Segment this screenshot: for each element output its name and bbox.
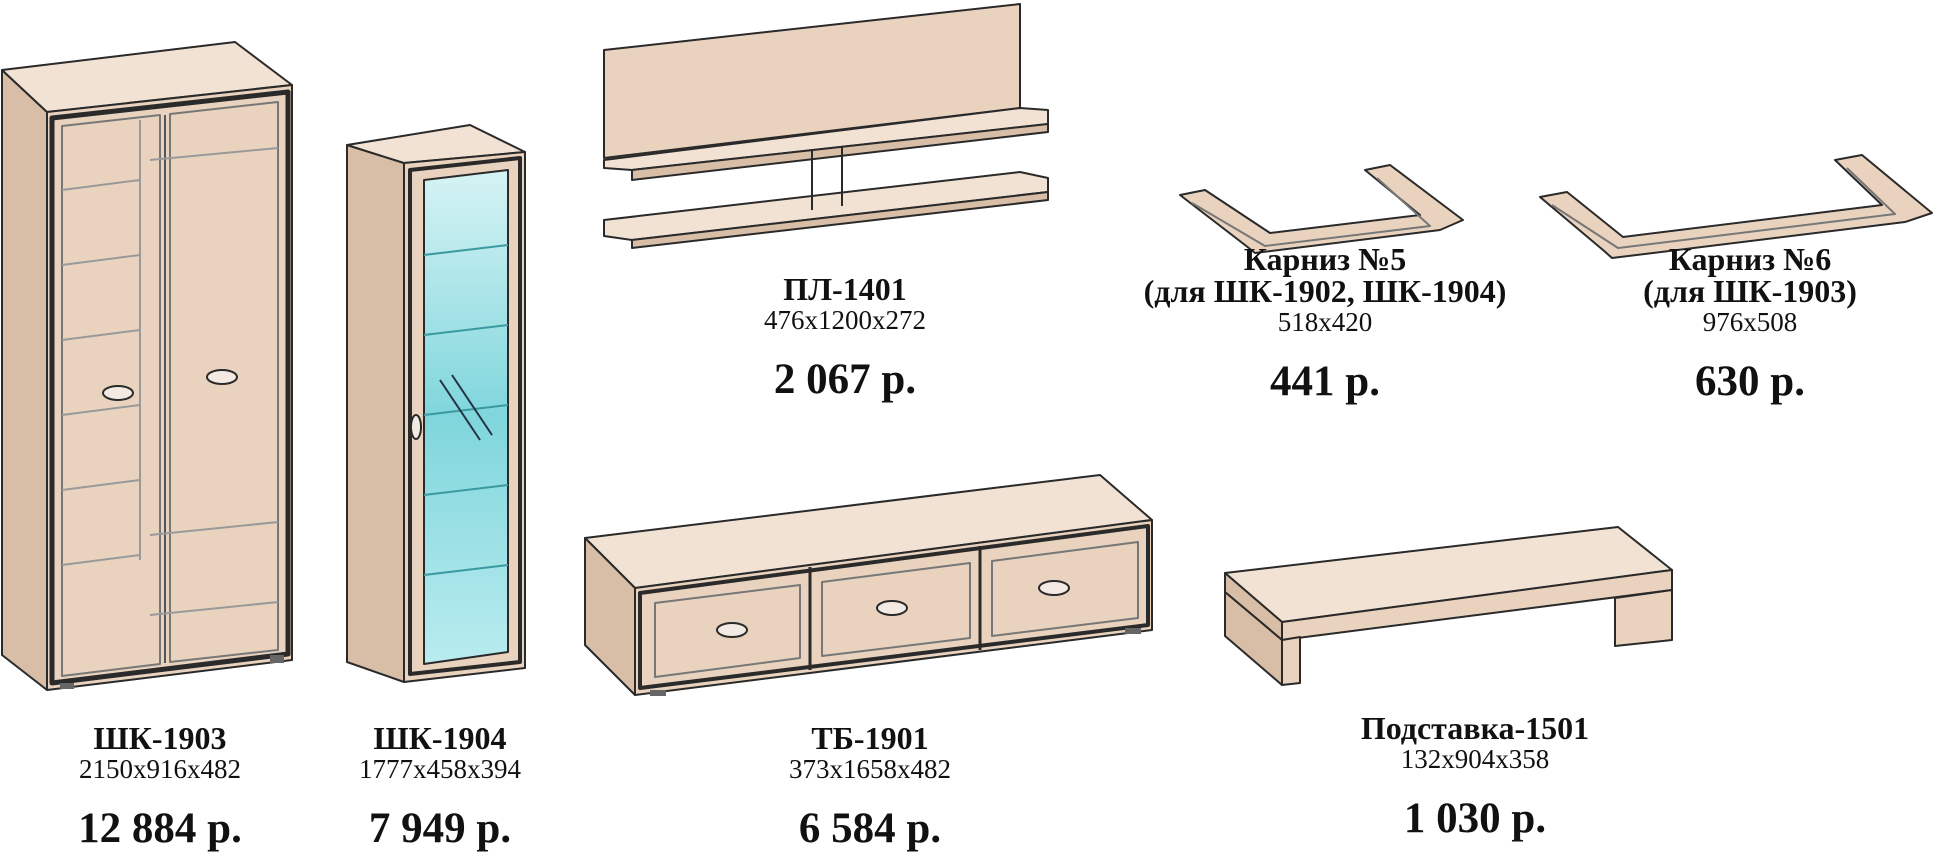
product-price: 2 067 р. <box>773 356 917 403</box>
product-dimensions: 373х1658х482 <box>789 754 951 784</box>
product-dimensions: 132х904х358 <box>1400 744 1550 774</box>
product-stand-1501: Подставка-1501 132х904х358 1 030 р. <box>1325 712 1625 840</box>
product-subtitle: (для ШК-1903) <box>1643 273 1857 309</box>
shelf-pl-1401-image <box>603 3 1049 249</box>
product-price: 12 884 р. <box>78 805 242 852</box>
tv-stand-tb-1901-image <box>584 474 1153 696</box>
product-name: ШК-1904 <box>373 720 507 756</box>
product-shk-1903: ШК-1903 2150х916х482 12 884 р. <box>30 722 290 850</box>
product-name: Подставка-1501 <box>1360 710 1590 746</box>
product-pl-1401: ПЛ-1401 476х1200х272 2 067 р. <box>715 273 975 401</box>
product-name: ПЛ-1401 <box>783 271 907 307</box>
product-cornice-6: Карниз №6 (для ШК-1903) 976х508 630 р. <box>1580 243 1920 403</box>
product-price: 441 р. <box>1270 358 1380 405</box>
product-name: ШК-1903 <box>93 720 227 756</box>
product-price: 630 р. <box>1695 358 1805 405</box>
product-name: Карниз №6 <box>1668 241 1832 277</box>
cornice-6-image <box>1539 154 1933 259</box>
product-subtitle: (для ШК-1902, ШК-1904) <box>1143 273 1507 309</box>
product-price: 7 949 р. <box>368 805 512 852</box>
product-dimensions: 1777х458х394 <box>359 754 521 784</box>
product-dimensions: 976х508 <box>1702 307 1798 337</box>
product-price: 6 584 р. <box>798 805 942 852</box>
product-cornice-5: Карниз №5 (для ШК-1902, ШК-1904) 518х420… <box>1100 243 1550 403</box>
product-name: Карниз №5 <box>1243 241 1407 277</box>
product-dimensions: 476х1200х272 <box>764 305 926 335</box>
cabinet-shk-1904-image <box>346 124 526 683</box>
cornice-5-image <box>1179 164 1464 254</box>
product-name: ТБ-1901 <box>811 720 929 756</box>
product-price: 1 030 р. <box>1403 795 1547 842</box>
product-dimensions: 2150х916х482 <box>79 754 241 784</box>
product-tb-1901: ТБ-1901 373х1658х482 6 584 р. <box>740 722 1000 850</box>
wardrobe-shk-1903-image <box>1 41 293 691</box>
stand-1501-image <box>1224 526 1673 686</box>
product-dimensions: 518х420 <box>1277 307 1373 337</box>
product-shk-1904: ШК-1904 1777х458х394 7 949 р. <box>320 722 560 850</box>
